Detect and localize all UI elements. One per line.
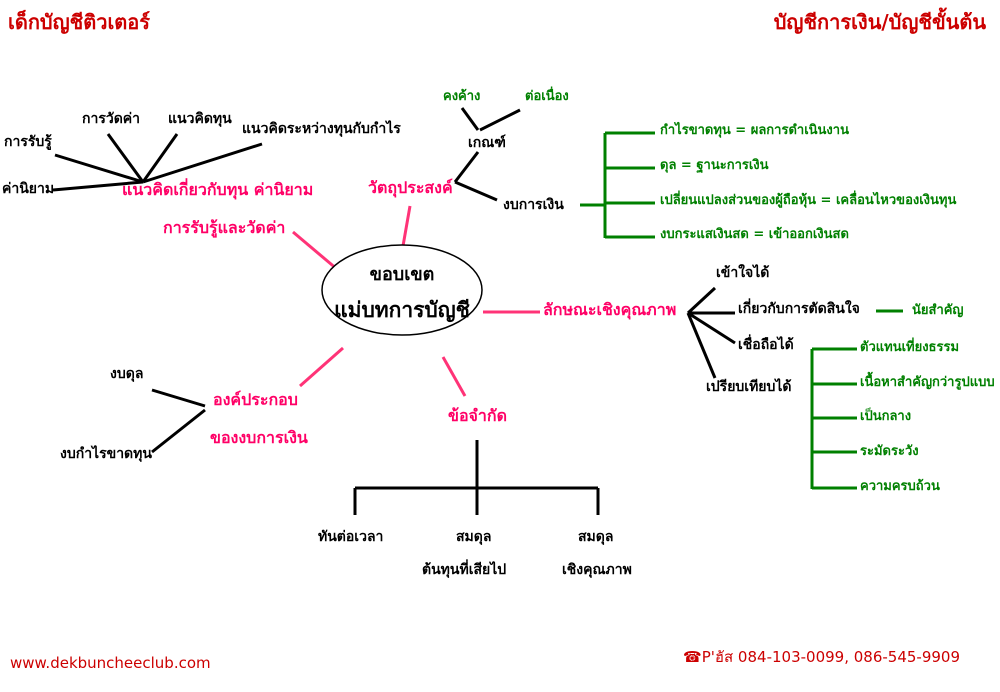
reliability-item: ระมัดระวัง	[860, 444, 919, 459]
website-link[interactable]: www.dekbuncheeclub.com	[10, 654, 211, 672]
reliability-item: ความครบถ้วน	[860, 479, 940, 494]
statement-item: ดุล = ฐานะการเงิน	[660, 158, 769, 173]
statement-item: กำไรขาดทุน = ผลการดำเนินงาน	[660, 123, 849, 138]
reliability-item: เนื้อหาสำคัญกว่ารูปแบบ	[860, 375, 995, 390]
concept-item: การรับรู้	[4, 134, 52, 150]
concepts-title-2: การรับรู้และวัดค่า	[163, 218, 286, 237]
constraint-item-2: ต้นทุนที่เสียไป	[422, 562, 507, 578]
footer-phone: ☎P'ฮัส 084-103-0099, 086-545-9909	[683, 650, 960, 665]
concept-item: ค่านิยาม	[2, 181, 55, 197]
constraints-title: ข้อจำกัด	[448, 406, 507, 425]
concept-item: การวัดค่า	[82, 111, 141, 127]
basis-label: เกณฑ์	[468, 135, 506, 151]
qualitative-title: ลักษณะเชิงคุณภาพ	[543, 300, 677, 319]
constraint-item: สมดุล	[578, 529, 614, 545]
header-right-title: บัญชีการเงิน/บัญชีขั้นต้น	[773, 10, 986, 34]
qualitative-item: เชื่อถือได้	[738, 337, 794, 353]
concepts-title: แนวคิดเกี่ยวกับทุน ค่านิยาม	[122, 180, 314, 199]
basis-item: คงค้าง	[443, 89, 481, 104]
element-item: งบดุล	[110, 366, 144, 382]
elements-title-2: ของงบการเงิน	[210, 428, 308, 447]
statement-item: งบกระแสเงินสด = เข้าออกเงินสด	[660, 227, 849, 242]
header-left-title: เด็กบัญชีติวเตอร์	[8, 10, 151, 34]
concept-item: แนวคิดทุน	[168, 111, 232, 127]
center-line1: ขอบเขต	[369, 264, 435, 285]
reliability-item: เป็นกลาง	[860, 409, 912, 424]
center-ellipse	[321, 244, 483, 336]
qualitative-item: เกี่ยวกับการตัดสินใจ	[738, 301, 860, 317]
center-line2: แม่บทการบัญชี	[334, 298, 470, 322]
constraint-item: สมดุล	[456, 529, 492, 545]
element-item: งบกำไรขาดทุน	[60, 446, 152, 462]
phone-text: P'ฮัส 084-103-0099, 086-545-9909	[701, 648, 960, 666]
constraint-item-2: เชิงคุณภาพ	[562, 562, 632, 578]
reliability-item: ตัวแทนเที่ยงธรรม	[860, 340, 960, 355]
relevance-sub: นัยสำคัญ	[912, 303, 964, 318]
statement-item: เปลี่ยนแปลงส่วนของผู้ถือหุ้น = เคลื่อนไห…	[660, 193, 957, 208]
telephone-icon: ☎	[683, 648, 702, 666]
qualitative-item: เข้าใจได้	[716, 265, 770, 281]
elements-title: องค์ประกอบ	[213, 390, 298, 409]
basis-item: ต่อเนื่อง	[525, 89, 569, 104]
qualitative-item: เปรียบเทียบได้	[706, 379, 792, 395]
concept-item: แนวคิดระหว่างทุนกับกำไร	[242, 121, 401, 137]
objectives-title: วัตถุประสงค์	[368, 178, 453, 197]
constraint-item: ทันต่อเวลา	[318, 529, 384, 545]
statements-label: งบการเงิน	[503, 197, 564, 213]
center-node: ขอบเขต แม่บทการบัญชี	[322, 245, 482, 335]
